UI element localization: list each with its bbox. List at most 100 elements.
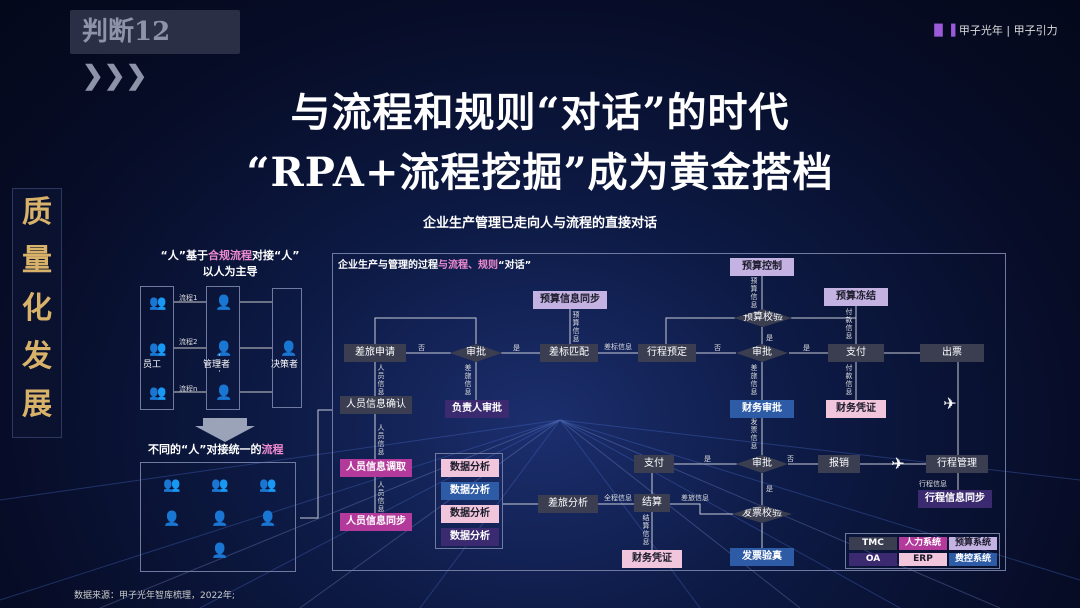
node-data-analysis-2: 数据分析 [441, 482, 499, 500]
edge-label-all-info: 全程信息 [604, 494, 632, 502]
edge-label-travel-info: 差旅信息 [750, 364, 758, 396]
manager-icon: 👤 [163, 511, 181, 527]
edge-label-person-info: 人员信息 [377, 424, 385, 456]
edge-label-yes: 是 [803, 344, 810, 352]
edge-label-settle-info: 结算信息 [642, 514, 650, 546]
node-trip-mgmt: 行程管理 [926, 455, 988, 473]
node-approve-3: 审批 [736, 455, 788, 473]
down-arrow [195, 418, 255, 442]
node-finance-voucher-1: 财务凭证 [826, 400, 886, 418]
edge-label-no: 否 [787, 455, 794, 463]
node-ticket: 出票 [920, 344, 984, 362]
node-data-analysis-3: 数据分析 [441, 505, 499, 523]
flow-label-n: 流程n [179, 385, 198, 393]
manager-icon: 👤 [259, 511, 277, 527]
manager-icon: 👤 [215, 295, 233, 311]
edge-label-yes: 是 [704, 455, 711, 463]
brand-logo-text: 甲子光年 | 甲子引力 [958, 24, 1058, 37]
employee-label: 员工 [143, 360, 162, 370]
edge-label-pay-info: 付款信息 [845, 364, 853, 396]
node-pay-2: 支付 [634, 455, 674, 473]
manager-icon: 👤 [215, 385, 233, 401]
node-trip-sync: 行程信息同步 [918, 490, 992, 508]
edge-label-person-info: 人员信息 [377, 481, 385, 513]
page-title-line1: 与流程和规则“对话”的时代 [290, 89, 790, 136]
node-data-analysis-1: 数据分析 [441, 459, 499, 477]
legend-item: 费控系统 [949, 553, 997, 566]
process-diagram-panel [332, 253, 1006, 571]
node-finance-voucher-2: 财务凭证 [622, 550, 682, 568]
edge-label-budget-info: 预算信息 [572, 311, 580, 343]
subtitle: 企业生产管理已走向人与流程的直接对话 [422, 216, 657, 231]
people-icon: 👥 [149, 341, 167, 357]
diagram-title: 企业生产与管理的过程与流程、规则“对话” [338, 260, 532, 271]
node-travel-analysis: 差旅分析 [538, 495, 598, 513]
node-trip-book: 行程预定 [638, 344, 696, 362]
left-bottom-title: 不同的“人”对接统一的流程 [148, 443, 284, 456]
decision-maker-icon: 👤 [280, 341, 298, 357]
node-travel-apply: 差旅申请 [344, 344, 406, 362]
node-invoice-check: 发票校验 [732, 505, 792, 523]
edge-label-budget-info: 预算信息 [750, 277, 758, 309]
left-panel-title: “人”基于合规流程对接“人” 以人为主导 [140, 247, 320, 279]
people-icon: 👥 [149, 295, 167, 311]
legend-item: ERP [899, 553, 947, 566]
node-approve-1: 审批 [450, 344, 502, 362]
legend-item: 预算系统 [949, 537, 997, 550]
legend-item: OA [849, 553, 897, 566]
edge-label-trip-info: 行程信息 [919, 480, 947, 488]
node-settle: 结算 [634, 494, 670, 512]
people-icon: 👥 [163, 477, 181, 493]
airplane-icon: ✈ [943, 394, 957, 413]
decision-box: 👤 决策者 [271, 288, 302, 408]
people-icon: 👥 [211, 477, 229, 493]
legend-item: TMC [849, 537, 897, 550]
node-budget-check: 预算校验 [734, 309, 792, 327]
left-title-line1: “人”基于合规流程对接“人” [160, 249, 300, 262]
node-approve-2: 审批 [736, 344, 788, 362]
edge-label-person-info: 人员信息 [377, 364, 385, 396]
node-budget-freeze: 预算冻结 [824, 288, 888, 306]
brand-logo: ▐▌▐ 甲子光年 | 甲子引力 [930, 24, 1058, 37]
node-reimburse: 报销 [818, 455, 860, 473]
edge-label-pay-info: 付款信息 [845, 308, 853, 340]
left-title-line2: 以人为主导 [202, 265, 258, 278]
edge-label-yes: 是 [766, 485, 773, 493]
edge-label-travel-info: 差旅信息 [464, 364, 472, 396]
data-analysis-group [435, 453, 503, 549]
edge-label-invoice-info: 发票信息 [750, 418, 758, 450]
unified-flow-box: 👥 👥 👥 👤 👤 👤 👤 [140, 462, 296, 572]
decision-maker-icon: 👤 [211, 543, 229, 559]
edge-label-yes: 是 [513, 344, 520, 352]
node-person-confirm: 人员信息确认 [340, 396, 412, 414]
edge-label-yes: 是 [766, 334, 773, 342]
dots: · · · [218, 351, 221, 377]
node-pay-1: 支付 [828, 344, 884, 362]
legend-item: 人力系统 [899, 537, 947, 550]
edge-label-no: 否 [418, 344, 425, 352]
manager-icon: 👤 [211, 511, 229, 527]
manager-icon: 👤 [215, 341, 233, 357]
node-leader-approve: 负责人审批 [445, 400, 509, 418]
legend [845, 533, 1000, 569]
manager-box: 👤 👤 管理者 👤 [203, 286, 240, 410]
side-title: 质量化发展 [12, 188, 62, 438]
edge-label-no: 否 [714, 344, 721, 352]
node-person-sync: 人员信息同步 [340, 513, 412, 531]
node-diff-match: 差标匹配 [540, 344, 598, 362]
flow-label-2: 流程2 [179, 338, 198, 346]
airplane-icon: ✈ [891, 454, 905, 473]
edge-label-diff-info: 差标信息 [604, 343, 632, 351]
data-source: 数据来源：甲子光年智库梳理，2022年; [74, 591, 235, 601]
judgment-badge: 判断12 ❯❯❯ [70, 10, 240, 91]
manager-label: 管理者 [203, 360, 231, 370]
node-budget-ctrl: 预算控制 [730, 258, 794, 276]
node-budget-sync: 预算信息同步 [533, 291, 607, 309]
people-icon: 👥 [149, 385, 167, 401]
node-data-analysis-4: 数据分析 [441, 528, 499, 546]
employee-box: 👥 👥 员工 👥 [140, 286, 174, 410]
node-person-fetch: 人员信息调取 [340, 459, 412, 477]
node-finance-approve: 财务审批 [730, 400, 794, 418]
people-icon: 👥 [259, 477, 277, 493]
